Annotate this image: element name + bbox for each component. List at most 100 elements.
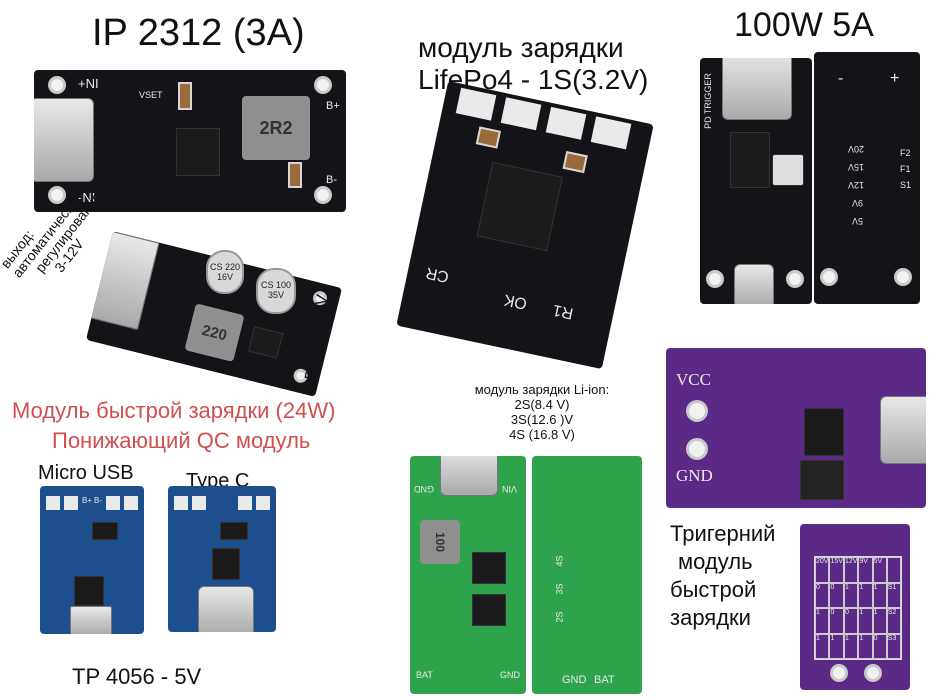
ic-chip [730, 132, 770, 188]
pad [174, 496, 188, 510]
pad [124, 496, 138, 510]
silk-gnd: GND [676, 466, 713, 485]
pad [64, 496, 78, 510]
ic-chip [804, 408, 844, 456]
silk-bat: BAT [416, 670, 433, 680]
purple-caption-line1: Тригерний [670, 521, 776, 546]
silk-pd-trigger: PD TRIGGER [702, 73, 713, 129]
table-cell: 1 [872, 608, 887, 634]
liion-title: модуль зарядки Li-ion: 2S(8.4 V) 3S(12.6… [452, 382, 632, 442]
ic-chip [247, 326, 284, 359]
pad [455, 87, 497, 121]
silk-4s: 4S [554, 555, 565, 567]
purple-caption-line4: зарядки [670, 605, 751, 630]
silk-gnd: GND [414, 484, 434, 494]
table-cell: 1 [843, 582, 859, 608]
table-cell: 1 [872, 582, 887, 608]
pad [545, 106, 587, 140]
lifepo4-title-line1: модуль зарядки [418, 32, 624, 63]
silk-gnd: GND [562, 674, 587, 686]
silk-3s: 3S [554, 583, 565, 595]
table-cell: 0 [829, 608, 844, 634]
voltage-table: 20V 15V 12V 9V 5V 0 0 1 1 1 S1 1 0 0 1 1… [814, 556, 902, 660]
liion-front-board: GND VIN 100 BAT GND [410, 456, 526, 694]
ip2312-board: +NI -NI VSET B+ B- 2R2 [34, 70, 346, 212]
silk-bat: BAT [594, 674, 615, 686]
table-cell: 1 [858, 582, 873, 608]
purple-trigger-board: VCC GND [666, 348, 926, 508]
table-header: 5V [872, 557, 887, 583]
table-cell: 1 [815, 608, 830, 634]
table-header: 20V [815, 557, 830, 583]
capacitor [178, 82, 192, 110]
table-row-label: S2 [886, 608, 901, 634]
usb-c-port [198, 586, 254, 632]
table-cell: 0 [829, 582, 844, 608]
purple-caption: Тригерний модуль быстрой зарядки [670, 520, 775, 632]
ic-chip [92, 522, 118, 540]
table-cell: 0 [872, 633, 887, 659]
silk-vset: VSET [139, 90, 163, 100]
usb-a-port [85, 231, 160, 331]
silk-5v: 5V [852, 216, 864, 226]
liion-title-line1: модуль зарядки Li-ion: [474, 382, 610, 397]
table-header: 12V [843, 557, 859, 583]
silk-15v: 15V [848, 162, 865, 172]
pd-trigger-title: 100W 5A [734, 6, 874, 44]
pad [256, 496, 270, 510]
capacitor [475, 126, 502, 149]
silk-b-minus: B- [326, 174, 337, 186]
silk-r1: R1 [551, 300, 575, 322]
pd-trigger-front-board: PD TRIGGER [700, 58, 812, 304]
inductor: 2R2 [242, 96, 310, 160]
liion-title-line4: 4S (16.8 V) [509, 427, 575, 442]
pad [590, 116, 632, 150]
liion-title-line3: 3S(12.6 )V [510, 412, 574, 427]
ic-chip [176, 128, 220, 176]
table-row-label: S1 [886, 582, 901, 608]
pd-trigger-back-board: - + 20V 15V 12V 9V 5V F2 F1 S1 [814, 52, 920, 304]
silk-9v: 9V [852, 198, 864, 208]
usb-c-port [880, 396, 926, 464]
silk-f1: F1 [900, 164, 911, 174]
mount-hole [314, 76, 332, 94]
inductor: 100 [420, 520, 460, 564]
silk-cr: CR [424, 263, 451, 286]
purple-caption-line2: модуль [678, 549, 753, 574]
mount-hole [48, 186, 66, 204]
silk-minus: - [838, 70, 844, 87]
silk-b-plus: B+ [326, 100, 340, 112]
silk-b-plus: B+ [82, 496, 93, 505]
purple-caption-line3: быстрой [670, 577, 757, 602]
capacitor [562, 150, 588, 174]
silk-gnd2: GND [500, 670, 520, 680]
ic-chip [212, 548, 240, 580]
mount-hole [786, 270, 804, 288]
liion-back-board: 4S 3S 2S GND BAT [532, 456, 642, 694]
table-cell: 1 [829, 633, 844, 659]
silk-20v: 20V [848, 144, 865, 154]
silk-12v: 12V [848, 180, 865, 190]
terminal-hole [686, 400, 708, 422]
mount-hole [820, 268, 838, 286]
micro-usb-port [70, 606, 112, 634]
table-cell: 0 [815, 582, 830, 608]
ip2312-title: IP 2312 (3A) [92, 12, 305, 54]
inductor: 220 [184, 303, 245, 363]
purple-trigger-back-board: 20V 15V 12V 9V 5V 0 0 1 1 1 S1 1 0 0 1 1… [800, 524, 910, 690]
pad [46, 496, 60, 510]
mount-hole [314, 186, 332, 204]
table-header: 15V [829, 557, 844, 583]
silk-f2: F2 [900, 148, 911, 158]
mount-hole [864, 664, 882, 682]
qc-caption-line1: Модуль быстрой зарядки (24W) [12, 398, 336, 423]
mount-hole [830, 664, 848, 682]
silk-s1: S1 [900, 180, 912, 190]
usb-c-port [34, 98, 94, 182]
tp4056-caption: TP 4056 - 5V [72, 664, 202, 689]
usb-c-port [440, 456, 498, 496]
silk-ok: OK [502, 290, 529, 312]
table-cell: 1 [858, 608, 873, 634]
capacitor [288, 162, 302, 188]
qc-caption-line2: Понижающий QC модуль [52, 428, 311, 453]
